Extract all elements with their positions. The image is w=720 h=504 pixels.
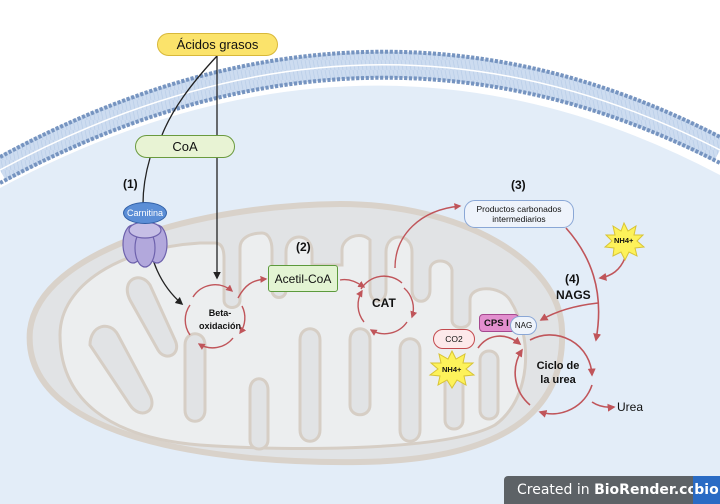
biorender-logo-icon: bio [693, 476, 720, 504]
urea-cycle-line1: Ciclo de [536, 360, 580, 372]
carnitine-label: Carnitina [126, 208, 164, 218]
nh4-bottom-label: NH4+ [442, 365, 462, 374]
acetyl-coa-node: Acetil-CoA [268, 265, 338, 292]
urea-label: Urea [617, 400, 644, 414]
step-3-label: (3) [511, 178, 526, 192]
arrow-cat-to-productos [394, 203, 462, 269]
nag-node: NAG [510, 316, 537, 335]
watermark-text: Created in BioRender.com [504, 482, 712, 498]
co2-label: CO2 [445, 334, 463, 344]
step-1-label: (1) [123, 177, 138, 191]
acetyl-coa-label: Acetil-CoA [274, 271, 332, 286]
nh4-top-starburst-icon [603, 221, 646, 262]
arrow-ciclo-to-urea [591, 401, 616, 412]
carnitine-node: Carnitina [123, 202, 167, 224]
mitochondrion [26, 200, 566, 466]
coa-node: CoA [135, 135, 235, 158]
watermark-brand: BioRender.com [594, 482, 712, 498]
arrow-nags-to-cps [539, 302, 599, 321]
nh4-top-label: NH4+ [614, 236, 634, 245]
fatty-acids-label: Ácidos grasos [176, 37, 259, 52]
intermediate-products-line1: Productos carbonados [476, 204, 562, 214]
co2-node: CO2 [433, 329, 475, 349]
cps1-label: CPS I [484, 317, 509, 329]
intermediate-products-line2: intermediarios [492, 214, 546, 224]
nh4-bottom-starburst-icon [428, 349, 476, 389]
arrow-productos-to-ciclo [565, 227, 602, 342]
carnitine-transporter-icon [122, 221, 168, 268]
cell-membrane [0, 49, 720, 185]
coa-label: CoA [172, 139, 198, 154]
intermediate-products-node: Productos carbonados intermediarios [464, 200, 574, 228]
arrow-fatty-acid-to-coa [161, 55, 218, 136]
arrow-nh4-top-to-nags [598, 257, 626, 281]
cat-cycle [356, 203, 462, 336]
step-2-label: (2) [296, 240, 311, 254]
arrow-co2-to-ciclo [477, 335, 522, 349]
fatty-acids-node: Ácidos grasos [157, 33, 278, 56]
step-4-label: (4) [565, 272, 580, 286]
beta-oxidation-line2: oxidación [198, 321, 241, 331]
cat-label: CAT [372, 296, 396, 310]
urea-cycle [477, 227, 626, 418]
urea-cycle-line2: la urea [540, 374, 576, 386]
beta-oxidation-line1: Beta- [208, 308, 232, 318]
nags-label: NAGS [556, 288, 591, 302]
biorender-watermark[interactable]: Created in BioRender.com bio [504, 476, 720, 504]
watermark-prefix: Created in [517, 482, 595, 498]
nag-label: NAG [514, 321, 533, 330]
arrow-beta-to-acetil [237, 275, 268, 299]
arrow-coa-to-carnitina [142, 157, 151, 205]
